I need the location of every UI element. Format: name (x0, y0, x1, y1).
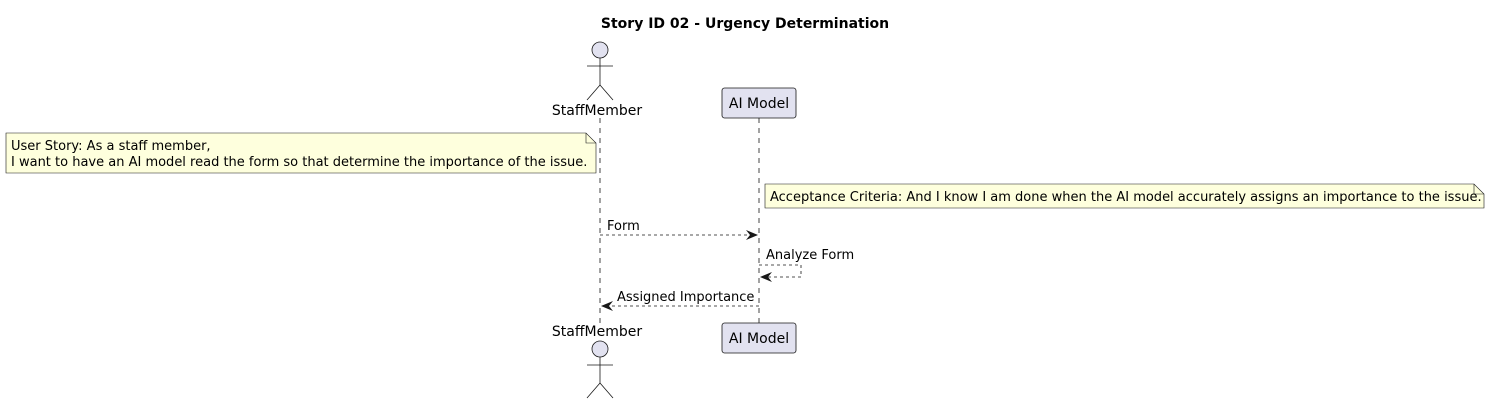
ai-model-participant-bottom: AI Model (721, 322, 797, 354)
actor-head-icon (591, 340, 609, 358)
message-form: Form (600, 219, 758, 240)
user-story-note: User Story: As a staff member, I want to… (5, 132, 597, 174)
user-story-line-1: User Story: As a staff member, (11, 139, 211, 154)
message-analyze-form: Analyze Form (759, 248, 854, 282)
staffmember-actor-top: StaffMember (552, 41, 642, 119)
acceptance-criteria-note: Acceptance Criteria: And I know I am don… (764, 183, 1485, 209)
analyze-form-label: Analyze Form (766, 248, 854, 263)
staffmember-label-top: StaffMember (552, 103, 642, 119)
ai-model-label-top: AI Model (729, 96, 789, 112)
ai-model-label-bottom: AI Model (729, 331, 789, 347)
staffmember-label-bottom: StaffMember (552, 324, 642, 340)
assigned-importance-label: Assigned Importance (617, 290, 754, 305)
ai-model-box-bottom (721, 322, 797, 354)
user-story-line-2: I want to have an AI model read the form… (11, 155, 587, 170)
form-label: Form (607, 219, 640, 234)
acceptance-criteria-text: Acceptance Criteria: And I know I am don… (770, 190, 1482, 205)
diagram-title: Story ID 02 - Urgency Determination (601, 16, 889, 32)
analyze-form-arrow (759, 264, 802, 282)
message-assigned-importance: Assigned Importance (601, 290, 759, 311)
staffmember-actor-bottom: StaffMember (552, 324, 642, 399)
actor-head-icon (591, 41, 609, 59)
ai-model-participant-top: AI Model (721, 87, 797, 119)
ai-model-box-top (721, 87, 797, 119)
